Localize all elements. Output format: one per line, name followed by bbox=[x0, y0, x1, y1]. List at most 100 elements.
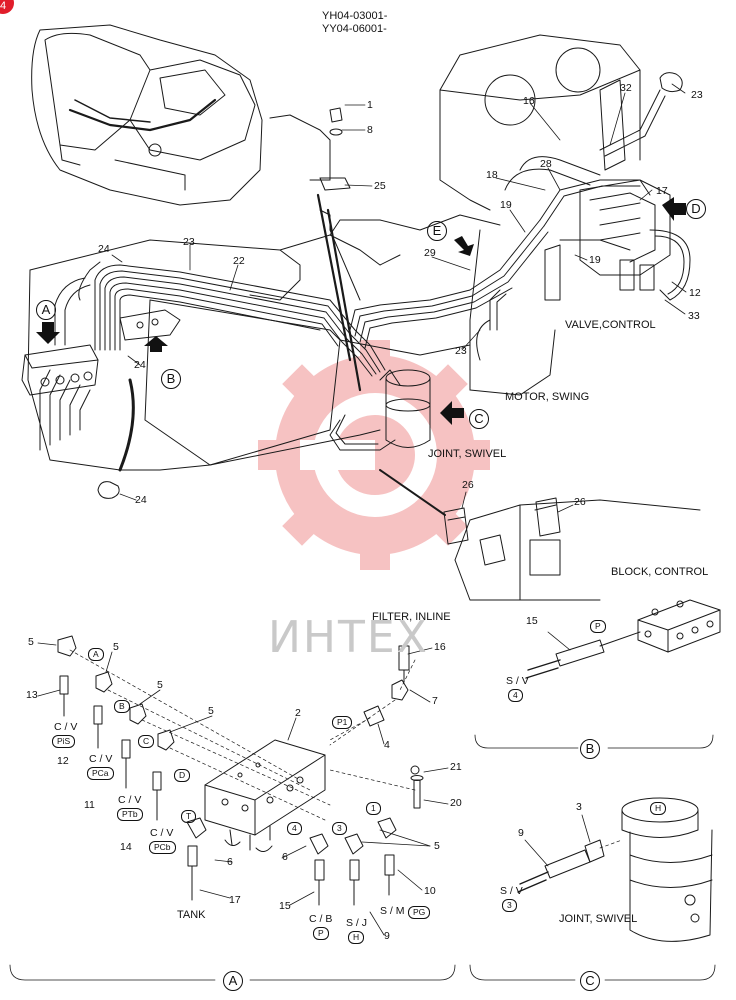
part-number: 24 bbox=[134, 359, 146, 371]
part-number: 7 bbox=[432, 695, 438, 707]
hose-label-top: C / V bbox=[54, 721, 78, 733]
hose-label-mark: PTb bbox=[117, 808, 143, 821]
part-number: 14 bbox=[120, 841, 132, 853]
section-rules bbox=[9, 734, 716, 981]
part-number: 1 bbox=[367, 99, 373, 111]
part-number: 23 bbox=[455, 345, 467, 357]
label-block-control: BLOCK, CONTROL bbox=[611, 566, 709, 578]
label-filter-inline: FILTER, INLINE bbox=[372, 611, 451, 623]
part-number: 17 bbox=[229, 894, 241, 906]
part-number: 24 bbox=[135, 494, 147, 506]
part-number: 9 bbox=[518, 827, 524, 839]
hose-label-top: S / M bbox=[380, 905, 405, 917]
hose-label-top: C / V bbox=[118, 794, 142, 806]
label-tank: TANK bbox=[177, 909, 206, 921]
part-number: 6 bbox=[227, 856, 233, 868]
view-arrows bbox=[36, 197, 686, 425]
part-number: 25 bbox=[374, 180, 386, 192]
part-number: 19 bbox=[589, 254, 601, 266]
part-number: 26 bbox=[574, 496, 586, 508]
port-mark-4: 4 bbox=[287, 822, 302, 835]
port-mark-d: D bbox=[174, 769, 191, 782]
hose-label-top: S / V bbox=[506, 675, 529, 687]
part-number: 4 bbox=[384, 739, 390, 751]
part-number: 33 bbox=[688, 310, 700, 322]
detail-view-b bbox=[525, 599, 721, 679]
detail-view-c bbox=[517, 797, 713, 942]
part-number: 29 bbox=[424, 247, 436, 259]
hose-label-top: C / V bbox=[150, 827, 174, 839]
detail-view-a bbox=[37, 635, 449, 936]
part-number: 11 bbox=[84, 799, 95, 811]
watermark-text: ИНТЕХ bbox=[268, 612, 429, 663]
machine-thumbnail bbox=[31, 24, 263, 206]
view-letter-d: D bbox=[686, 199, 706, 219]
part-number: 28 bbox=[540, 158, 552, 170]
serial-range: YH04-03001- YY04-06001- bbox=[322, 10, 387, 36]
part-number: 5 bbox=[28, 636, 34, 648]
hose-label-mark: PCb bbox=[149, 841, 176, 854]
part-number: 23 bbox=[183, 236, 195, 248]
control-valve bbox=[544, 79, 671, 301]
section-letter-a: A bbox=[223, 971, 243, 991]
part-number: 20 bbox=[450, 797, 462, 809]
part-number: 8 bbox=[367, 124, 373, 136]
port-mark-a: A bbox=[88, 648, 104, 661]
hose-label-mark: 4 bbox=[508, 689, 523, 702]
part-number: 9 bbox=[384, 930, 390, 942]
hose-label-mark: 3 bbox=[502, 899, 517, 912]
part-number: 16 bbox=[523, 95, 535, 107]
part-number: 5 bbox=[113, 641, 119, 653]
block-a-assembly bbox=[21, 72, 683, 499]
part-number: 6 bbox=[282, 851, 288, 863]
hose-label-mark: H bbox=[348, 931, 365, 944]
part-number: 23 bbox=[691, 89, 703, 101]
watermark-gear bbox=[258, 340, 490, 570]
part-number: 5 bbox=[157, 679, 163, 691]
view-letter-b: B bbox=[161, 369, 181, 389]
part-number: 5 bbox=[208, 705, 214, 717]
part-number: 24 bbox=[98, 243, 110, 255]
hose-label-mark: P bbox=[313, 927, 329, 940]
section-letter-c: C bbox=[580, 971, 600, 991]
port-mark-h: H bbox=[650, 802, 667, 815]
label-joint-swivel-c: JOINT, SWIVEL bbox=[559, 913, 638, 925]
part-number: 13 bbox=[26, 689, 38, 701]
part-number: 16 bbox=[434, 641, 446, 653]
port-mark-3: 3 bbox=[332, 822, 347, 835]
serial-line-1: YH04-03001- bbox=[322, 10, 388, 22]
hose-label-mark: PiS bbox=[52, 735, 76, 748]
serial-line-2: YY04-06001- bbox=[322, 23, 387, 35]
part-number: 32 bbox=[620, 82, 632, 94]
part-number: 22 bbox=[233, 255, 245, 267]
port-mark-p1: P1 bbox=[332, 716, 353, 729]
section-letter-b: B bbox=[580, 739, 600, 759]
part-number: 19 bbox=[500, 199, 512, 211]
part-number: 18 bbox=[486, 169, 498, 181]
view-letter-c: C bbox=[469, 409, 489, 429]
view-letter-a: A bbox=[36, 300, 56, 320]
hose-label-top: S / V bbox=[500, 885, 523, 897]
view-letter-e: E bbox=[427, 221, 447, 241]
port-mark-b: B bbox=[114, 700, 130, 713]
bracket-25 bbox=[269, 107, 351, 191]
hose-label-top: C / B bbox=[309, 913, 333, 925]
leader-lines-top bbox=[111, 83, 687, 513]
filter-inline-26 bbox=[316, 193, 561, 545]
port-mark-t: T bbox=[181, 810, 197, 823]
port-mark-1: 1 bbox=[366, 802, 381, 815]
part-number: 15 bbox=[279, 900, 291, 912]
part-number: 17 bbox=[656, 185, 668, 197]
part-number: 10 bbox=[424, 885, 436, 897]
hose-label-mark: PCa bbox=[87, 767, 114, 780]
port-mark-p: P bbox=[590, 620, 606, 633]
part-number: 5 bbox=[434, 840, 440, 852]
swivel-joint bbox=[379, 369, 431, 448]
part-number: 21 bbox=[450, 761, 462, 773]
hose-label-mark: PG bbox=[408, 906, 431, 919]
label-motor-swing: MOTOR, SWING bbox=[505, 391, 590, 403]
port-mark-c: C bbox=[138, 735, 155, 748]
hose-label-top: S / J bbox=[346, 917, 368, 929]
part-number: 2 bbox=[295, 707, 301, 719]
label-valve-control: VALVE,CONTROL bbox=[565, 319, 656, 331]
